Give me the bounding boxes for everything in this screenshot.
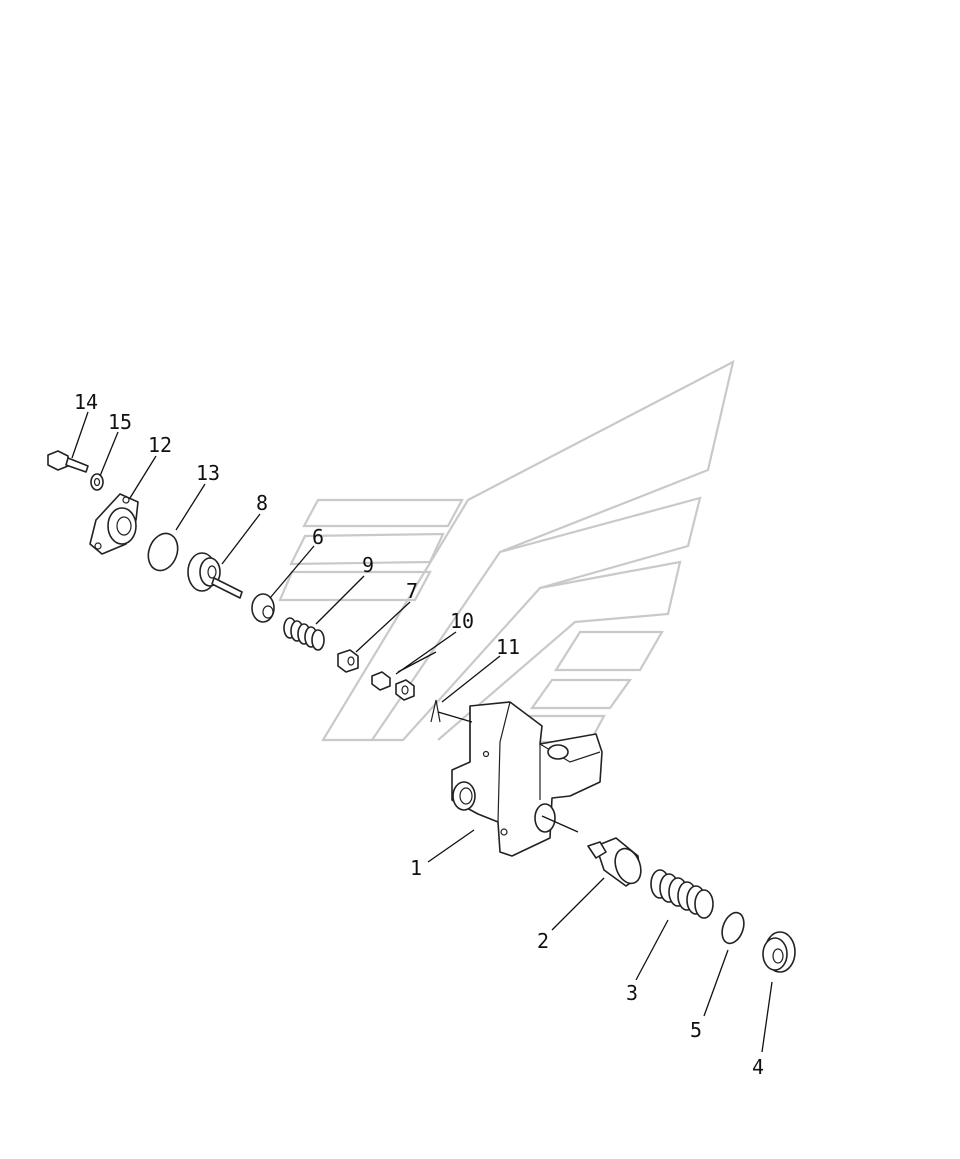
leader-lines (71, 411, 773, 1053)
callout-15: 15 (108, 410, 132, 434)
callout-9: 9 (362, 553, 374, 577)
callout-1: 1 (410, 856, 422, 880)
callout-10: 10 (450, 609, 474, 633)
part-7-piston (337, 649, 359, 673)
callout-3: 3 (626, 981, 638, 1005)
part-14-bolt (47, 450, 89, 473)
part-1-valve-body (451, 701, 603, 857)
callout-13: 13 (196, 461, 220, 485)
callout-4: 4 (752, 1055, 764, 1079)
callout-14: 14 (74, 390, 98, 414)
callout-8: 8 (256, 491, 268, 515)
part-12-cover (89, 493, 139, 555)
callout-labels: 14 15 12 13 8 6 9 7 10 11 1 2 3 5 4 (74, 390, 764, 1079)
part-9-spring (283, 617, 325, 651)
part-5-o-ring (721, 911, 745, 945)
part-3-spring (650, 869, 714, 919)
callout-12: 12 (148, 433, 172, 457)
callout-6: 6 (312, 525, 324, 549)
callout-7: 7 (406, 579, 418, 603)
part-8-plug (187, 552, 243, 599)
watermark-logo (278, 359, 735, 744)
callout-11: 11 (496, 635, 520, 659)
part-13-o-ring (147, 532, 179, 572)
part-15-washer (90, 473, 104, 491)
part-10-nut (371, 671, 415, 701)
callout-2: 2 (537, 929, 549, 953)
part-4-plug (762, 931, 796, 973)
part-6-seat (251, 593, 275, 623)
callout-5: 5 (690, 1018, 702, 1042)
part-2-spool (587, 837, 642, 887)
part-11-pin (430, 699, 441, 723)
